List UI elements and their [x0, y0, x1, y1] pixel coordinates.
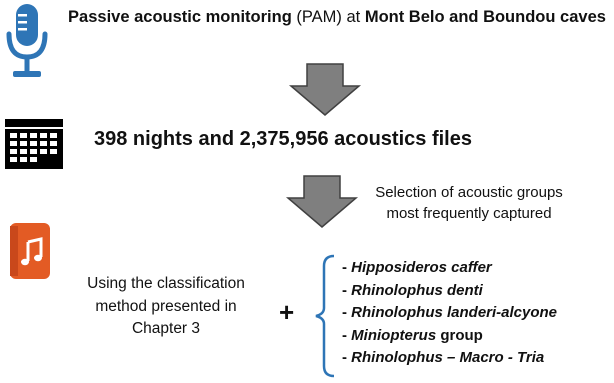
- step2-text: 398 nights and 2,375,956 acoustics files: [94, 128, 472, 150]
- list-item: - Rhinolophus denti: [342, 281, 483, 299]
- selection-text: Selection of acoustic groups most freque…: [375, 184, 563, 222]
- list-item: - Miniopterus group: [342, 326, 483, 344]
- list-item: - Rhinolophus – Macro - Tria: [342, 349, 545, 366]
- microphone-icon: [6, 4, 48, 77]
- down-arrow-icon: [285, 175, 359, 228]
- bracket-icon: [315, 254, 335, 378]
- plus-icon: +: [279, 297, 295, 327]
- step1-title: Passive acoustic monitoring (PAM) at Mon…: [68, 8, 606, 26]
- list-item: - Hipposideros caffer: [342, 259, 492, 276]
- method-text: Using the classification method presente…: [87, 275, 245, 337]
- music-book-icon: [10, 223, 50, 279]
- list-item: - Rhinolophus landeri-alcyone: [342, 304, 558, 321]
- acoustic-groups-list: - Hipposideros caffer - Rhinolophus dent…: [342, 257, 557, 370]
- calendar-icon: [5, 119, 63, 169]
- down-arrow-icon: [288, 63, 362, 116]
